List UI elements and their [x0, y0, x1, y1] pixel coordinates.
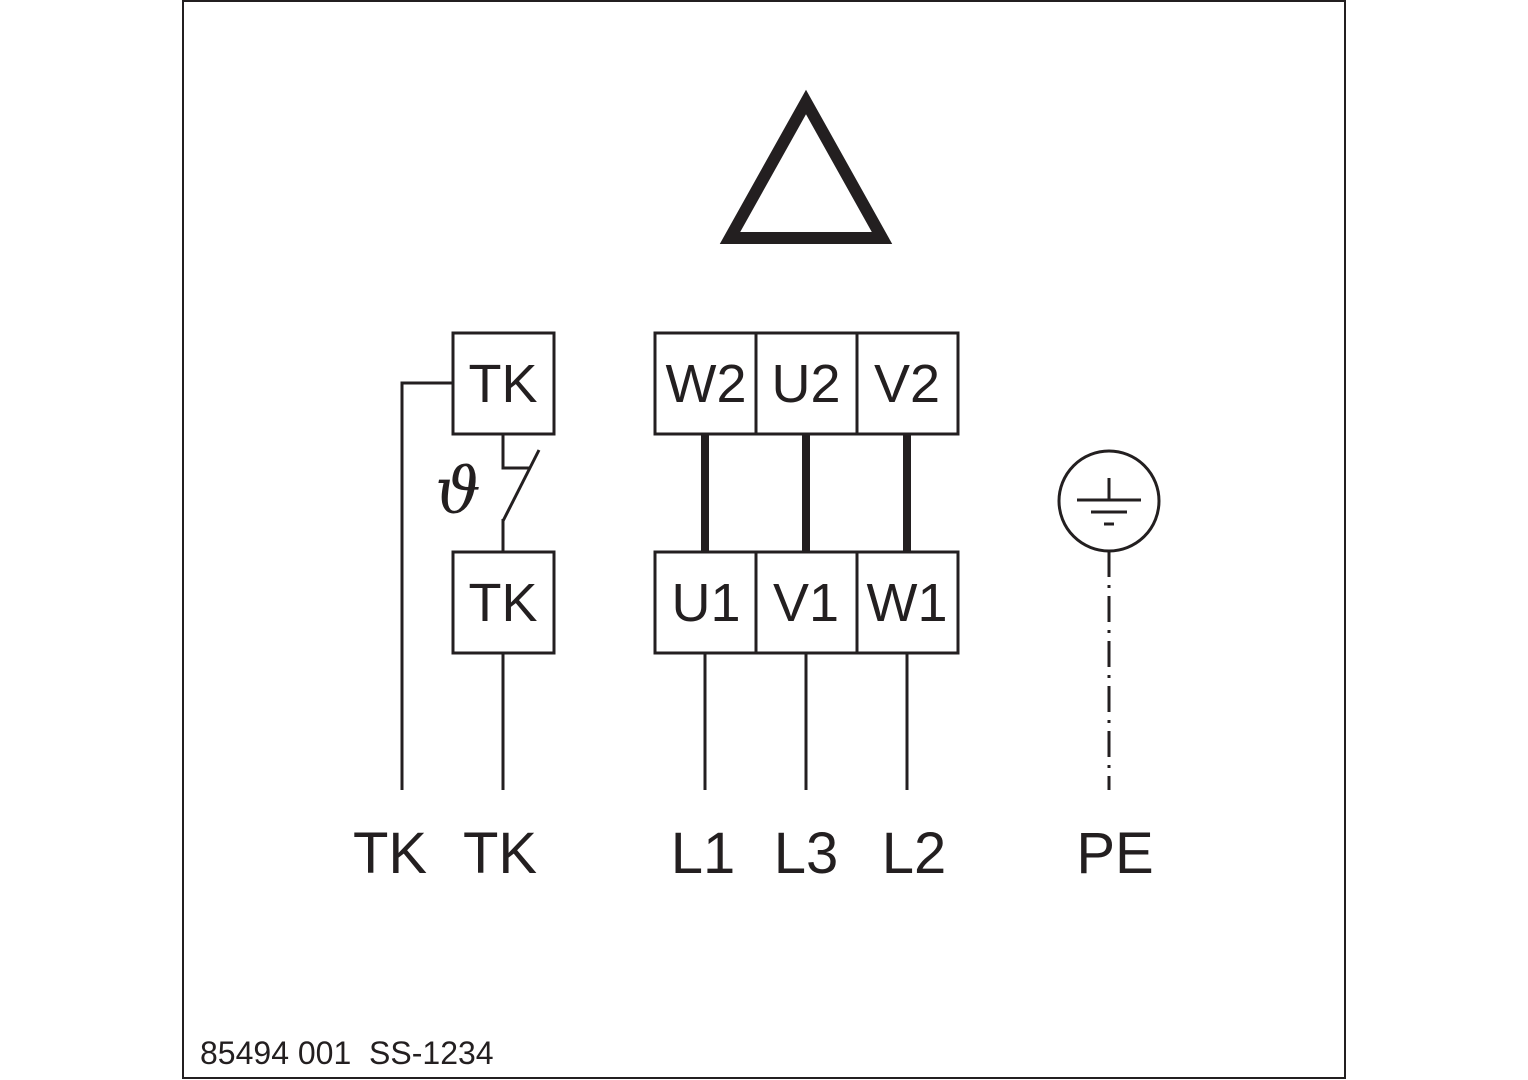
- terminal-u2-label: U2: [771, 354, 840, 414]
- terminal-v2-box: [855, 331, 960, 436]
- terminal-v1-box: [754, 550, 859, 655]
- terminal-u2-box: [754, 331, 859, 436]
- terminal-w2-label: W2: [666, 354, 747, 414]
- bottom-label-tk-right: TK: [463, 821, 537, 886]
- terminal-w1-box: [855, 550, 960, 655]
- tk-lower-terminal-label: TK: [468, 573, 537, 633]
- terminal-w1-label: W1: [867, 573, 948, 633]
- terminal-u1-label: U1: [671, 573, 740, 633]
- thermal-switch-theta-icon: ϑ: [435, 455, 481, 529]
- tk-upper-terminal-label: TK: [468, 354, 537, 414]
- bottom-label-l2: L2: [882, 821, 947, 886]
- terminal-v2-label: V2: [874, 354, 940, 414]
- bottom-label-tk-left: TK: [353, 821, 427, 886]
- tk-left-lead-wire: [400, 381, 453, 790]
- terminal-w2-box: [653, 331, 758, 436]
- thermal-switch-upper-wire: [501, 434, 530, 470]
- terminal-block-top-row: W2 U2 V2: [653, 331, 960, 436]
- tk-lower-terminal-box: [451, 550, 556, 655]
- bottom-label-l3: L3: [774, 821, 839, 886]
- document-code: 85494 001 SS-1234: [200, 1035, 494, 1071]
- thermal-switch-blade: [501, 449, 541, 522]
- diagram-frame: [182, 0, 1346, 1079]
- bottom-label-l1: L1: [671, 821, 736, 886]
- delta-connection-icon: [719, 89, 893, 244]
- terminal-v1-label: V1: [773, 573, 839, 633]
- terminal-block-bottom-row: U1 V1 W1: [653, 550, 960, 655]
- bottom-label-pe: PE: [1076, 821, 1153, 886]
- protective-earth-icon: [1057, 449, 1161, 553]
